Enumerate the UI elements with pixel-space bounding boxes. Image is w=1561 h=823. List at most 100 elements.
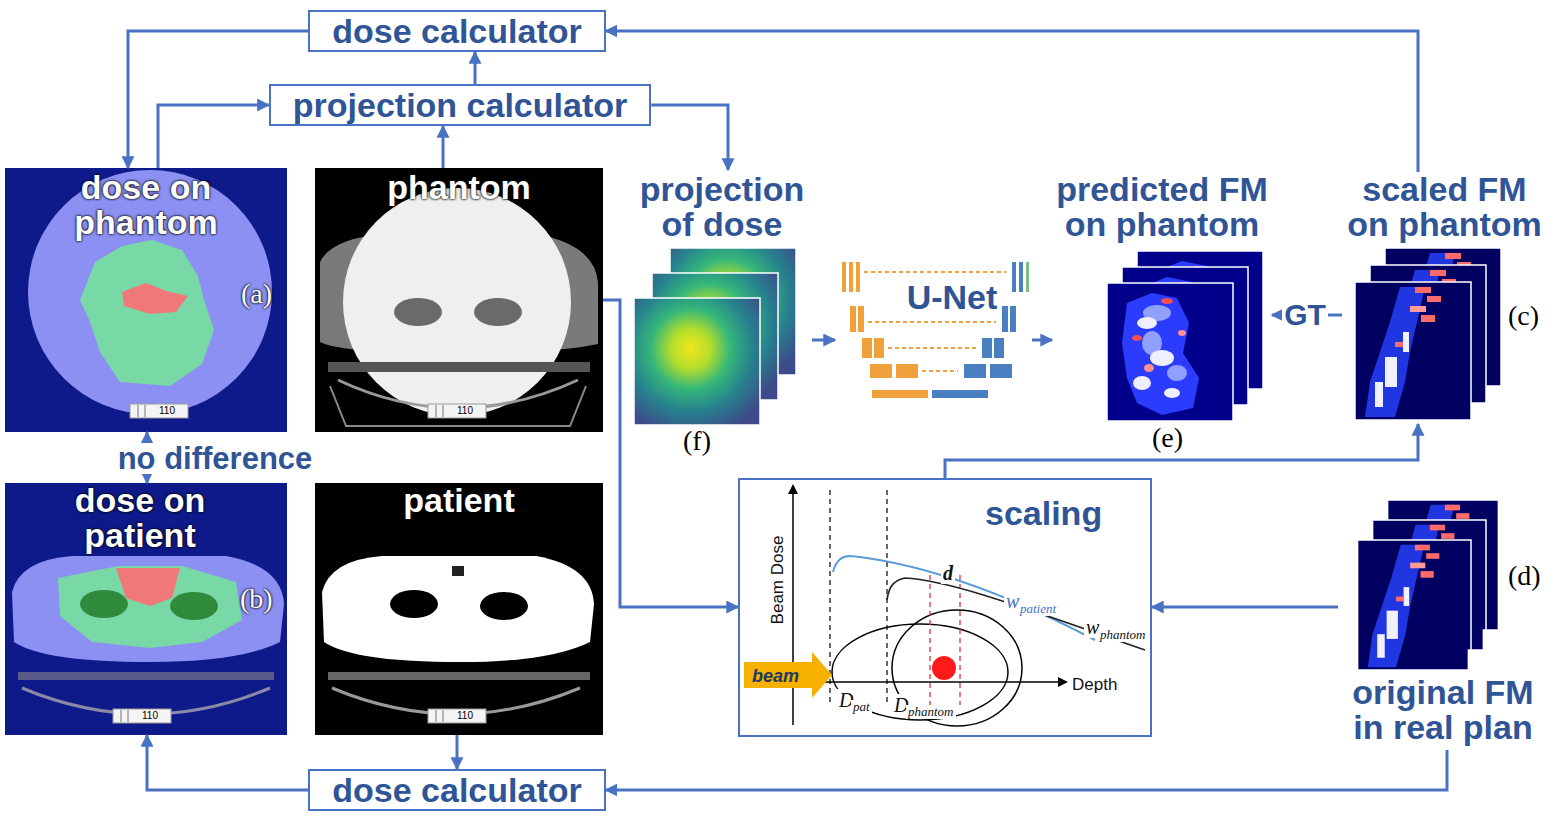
dose-map-patient	[170, 592, 218, 620]
math-subscript: pat	[851, 700, 872, 714]
dose-map-patient	[5, 483, 287, 735]
panel-title: dose on phantom	[46, 170, 246, 240]
unet-illustration	[842, 262, 846, 292]
dose-map-patient	[18, 672, 274, 680]
process-label: dose calculator	[332, 772, 581, 808]
dose-map-phantom	[138, 405, 139, 417]
network-title: U-Net	[905, 280, 1000, 315]
scaling-plot	[929, 575, 930, 705]
scaling-plot	[744, 652, 832, 698]
ct-image-phantom	[474, 298, 522, 326]
dose-map-patient	[58, 566, 242, 648]
ct-image-phantom	[436, 405, 437, 417]
dose-map-patient	[116, 568, 180, 606]
unet-illustration	[850, 306, 856, 332]
unet-illustration	[1012, 262, 1016, 292]
scaling-plot	[932, 656, 956, 680]
connector-arrow	[651, 105, 728, 170]
dose-map-patient	[12, 556, 284, 662]
predicted-fm-stack	[1107, 283, 1233, 421]
ct-image-phantom	[315, 168, 603, 432]
unet-illustration	[864, 271, 1006, 273]
math-subscript: phantom	[1098, 628, 1148, 642]
scaled-fm-stack	[1355, 282, 1471, 420]
unet-illustration	[870, 364, 892, 378]
ct-image-patient	[452, 566, 464, 576]
dose-map-patient	[128, 710, 129, 722]
slice-number: 110	[457, 406, 473, 416]
image-stack: projection of dose (f)	[632, 170, 812, 460]
math-symbol: d	[941, 562, 955, 584]
ct-image-phantom	[394, 298, 442, 326]
math-subscript: patient	[1018, 602, 1058, 616]
dose-map-phantom	[130, 404, 188, 418]
unet-illustration	[1002, 306, 1008, 332]
unet-illustration	[888, 347, 976, 349]
dose-map-patient	[113, 709, 171, 723]
process-box: projection calculator	[269, 84, 651, 126]
ct-image-patient	[322, 556, 594, 662]
panel-tag: (b)	[240, 583, 273, 615]
scaled-fm-stack	[1355, 248, 1501, 420]
image-panel: dose on patient(b)	[5, 483, 287, 735]
unet-illustration	[862, 338, 872, 358]
ct-image-patient	[443, 710, 444, 722]
ct-image-phantom	[328, 362, 590, 372]
slice-number: 110	[159, 406, 175, 416]
image-stack: predicted FM on phantom (e)	[1052, 172, 1272, 457]
unet-illustration	[1026, 262, 1029, 292]
panel-title: scaled FM on phantom	[1342, 172, 1547, 242]
panel-tag: (f)	[683, 425, 711, 457]
image-panel: dose on phantom (a)	[5, 168, 287, 432]
dose-map-patient	[5, 483, 287, 735]
ct-image-phantom	[443, 405, 444, 417]
dose-map-phantom	[122, 283, 188, 314]
unet-illustration	[872, 390, 928, 398]
ct-image-phantom	[428, 404, 486, 418]
scaling-plot	[959, 575, 960, 705]
original-fm-stack	[1355, 540, 1471, 670]
panel-tag: (e)	[1152, 422, 1183, 454]
box-title: scaling	[985, 496, 1102, 531]
image-panel: patient	[315, 483, 603, 735]
process-label: dose calculator	[332, 13, 581, 49]
unet-illustration	[896, 364, 918, 378]
ct-image-patient	[390, 590, 438, 618]
dose-map-patient	[121, 710, 122, 722]
unet-illustration	[932, 390, 988, 398]
unet-illustration	[849, 262, 853, 292]
panel-title: predicted FM on phantom	[1052, 172, 1272, 242]
image-stack: scaled FM on phantom(c)	[1342, 172, 1547, 424]
unet-illustration	[1010, 306, 1016, 332]
unet-illustration	[994, 338, 1004, 358]
panel-title: original FM in real plan	[1338, 675, 1548, 745]
scaling-plot	[892, 610, 1022, 726]
unet-illustration	[964, 364, 986, 378]
ct-image-phantom	[330, 386, 586, 426]
connector-arrow	[1152, 606, 1338, 609]
axis-label: Beam Dose	[768, 536, 788, 625]
panel-tag: (a)	[241, 278, 272, 310]
beam-label: beam	[752, 666, 799, 687]
connector-arrow	[456, 735, 459, 769]
dose-map-phantom	[5, 168, 287, 432]
unet-illustration	[990, 364, 1012, 378]
ct-image-patient	[315, 483, 603, 735]
connector-arrow	[1032, 339, 1052, 342]
scaling-plot	[744, 484, 1145, 726]
original-fm-stack	[1358, 540, 1467, 670]
dose-map-patient	[80, 590, 128, 618]
process-box: dose calculator	[308, 769, 605, 811]
projection-stack	[634, 298, 760, 425]
predicted-fm-stack	[1107, 251, 1263, 421]
image-stack: original FM in real plan(d)	[1338, 498, 1548, 750]
connector-arrow	[812, 339, 835, 342]
unet-illustration	[868, 321, 996, 323]
axis-label: Depth	[1072, 675, 1117, 695]
panel-title: projection of dose	[632, 172, 812, 242]
dose-map-phantom	[145, 405, 146, 417]
connector-arrow	[606, 750, 1447, 790]
connector-arrow	[474, 52, 477, 84]
